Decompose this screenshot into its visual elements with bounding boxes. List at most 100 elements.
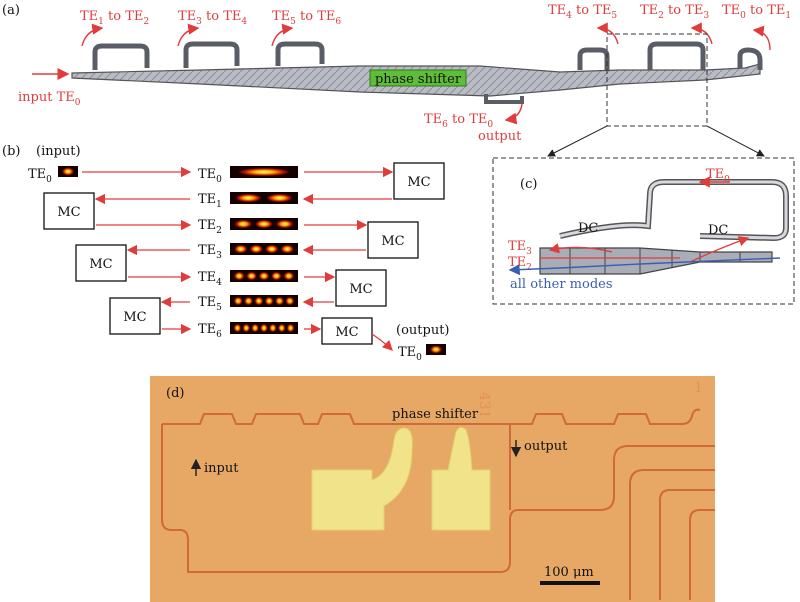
mc-labels: MC MC MC MC MC MC MC: [57, 175, 430, 340]
te3-label: TE3: [508, 239, 532, 257]
input-label-d: input: [204, 461, 239, 476]
scale-bar: [540, 581, 600, 585]
mc-label-4: MC: [89, 257, 112, 272]
input-te-label: TE0: [28, 167, 52, 185]
zoom-box: [606, 33, 708, 127]
mode-lobe: [251, 323, 259, 333]
mode-profile-3: [230, 243, 298, 255]
mode-lobe: [285, 296, 295, 306]
zoom-line-left: [547, 125, 608, 157]
gold-pad-right: [431, 426, 491, 531]
conv-label-6: TE0 to TE1: [722, 3, 791, 21]
all-other-modes-label: all other modes: [510, 277, 613, 292]
mc-box-5: [335, 269, 387, 307]
chip-waveguides: [161, 408, 715, 600]
output-arrow: [504, 103, 523, 125]
mc-label-5: MC: [349, 282, 372, 297]
mode-lobe: [265, 244, 279, 254]
mode-lobe: [249, 244, 263, 254]
mode-lobe: [283, 271, 295, 281]
conv-label-3: TE5 to TE6: [272, 9, 341, 27]
mc-box-1: [393, 162, 445, 200]
phase-shifter-label-d: phase shifter: [392, 407, 479, 422]
panel-d: (d) phase shifter input output 431 1 100…: [150, 376, 715, 602]
conv-label-2: TE3 to TE4: [178, 9, 247, 27]
mode-lobe: [244, 296, 253, 306]
panel-a: (a) phase shifter input TE0 TE6 to TE0 o…: [2, 3, 791, 157]
conversion-labels: TE1 to TE2 TE3 to TE4 TE5 to TE6 TE4 to …: [80, 3, 791, 27]
gold-pad-left: [311, 427, 413, 531]
mode-lobe: [258, 271, 270, 281]
phase-shifter-block: [369, 69, 467, 87]
conv-label-4: TE4 to TE5: [548, 3, 617, 21]
mode-label-6: TE6: [198, 322, 222, 340]
mode-lobe: [275, 219, 294, 229]
mode-list: TE0 TE1 TE2 TE3 TE4 TE5 TE6: [198, 167, 222, 340]
mode-lobe: [269, 323, 277, 333]
output-label-d: output: [524, 439, 568, 454]
panel-b-label: (b): [2, 144, 20, 159]
mode-lobe: [264, 296, 274, 306]
mode-label-2: TE2: [198, 218, 222, 236]
mode-profiles: [230, 166, 298, 334]
mc-label-6: MC: [123, 310, 146, 325]
mode-label-5: TE5: [198, 295, 222, 313]
mode-lobe: [233, 323, 242, 333]
mc-boxes: [43, 162, 445, 345]
mode-label-4: TE4: [198, 270, 222, 288]
mode-lobe: [234, 244, 248, 254]
mc-box-3: [367, 221, 419, 259]
mc-label-7: MC: [335, 325, 358, 340]
mc-label-3: MC: [381, 234, 404, 249]
te3-arrow: [548, 243, 613, 254]
flow-arrows-b: [82, 166, 394, 351]
device-loops: [92, 41, 763, 70]
mc-label-2: MC: [57, 205, 80, 220]
mode-lobe: [277, 323, 286, 333]
mc-box-7: [321, 317, 373, 345]
mc-label-1: MC: [407, 175, 430, 190]
mode-lobe: [255, 219, 273, 229]
te0-label-c: TE0: [706, 167, 730, 185]
conv-label-1: TE1 to TE2: [80, 9, 149, 27]
panel-d-label: (d): [166, 386, 184, 401]
output-stub: [484, 94, 524, 104]
mode-lobe: [246, 271, 257, 281]
mode-label-1: TE1: [198, 192, 222, 210]
output-word-b: (output): [396, 323, 450, 338]
mode-lobe: [234, 219, 253, 229]
mode-lobe: [260, 323, 268, 333]
panel-a-label: (a): [2, 3, 20, 18]
mc-box-6: [109, 297, 161, 335]
mode-lobe: [275, 296, 284, 306]
mode-lobe: [266, 193, 293, 203]
mode-lobe: [254, 296, 264, 306]
bus-waveguide: [539, 247, 773, 275]
mode-lobe: [242, 323, 251, 333]
mode-lobe: [280, 244, 294, 254]
output-te-label: TE0: [398, 345, 422, 363]
panel-c: (c) DC DC TE0 TE3 TE2 all other modes: [492, 157, 795, 305]
phase-shifter-label: phase shifter: [375, 72, 462, 87]
input-word: (input): [36, 144, 81, 159]
mode-lobe: [271, 271, 282, 281]
output-word: output: [478, 129, 522, 144]
mode-lobe: [235, 193, 262, 203]
panel-b: (b) (input) TE0 TE0 TE1 TE2 TE3 TE4 TE5 …: [2, 144, 450, 363]
mc-box-2: [43, 192, 95, 230]
dc-label-left: DC: [578, 221, 598, 236]
chip-number-2: 1: [694, 380, 703, 396]
mode-lobe: [233, 296, 243, 306]
panel-c-label: (c): [520, 177, 537, 192]
chip-number: 431: [476, 392, 492, 419]
scale-bar-label: 100 μm: [544, 565, 594, 580]
conv-label-5: TE2 to TE3: [640, 3, 709, 21]
mode-label-0: TE0: [198, 167, 222, 185]
dc-label-right: DC: [708, 223, 728, 238]
mode-label-3: TE3: [198, 243, 222, 261]
input-te0-label: input TE0: [18, 90, 81, 108]
other-modes-arrow: [508, 257, 781, 276]
conversion-arrows: [81, 22, 771, 51]
output-mode-label: TE6 to TE0: [424, 112, 493, 130]
